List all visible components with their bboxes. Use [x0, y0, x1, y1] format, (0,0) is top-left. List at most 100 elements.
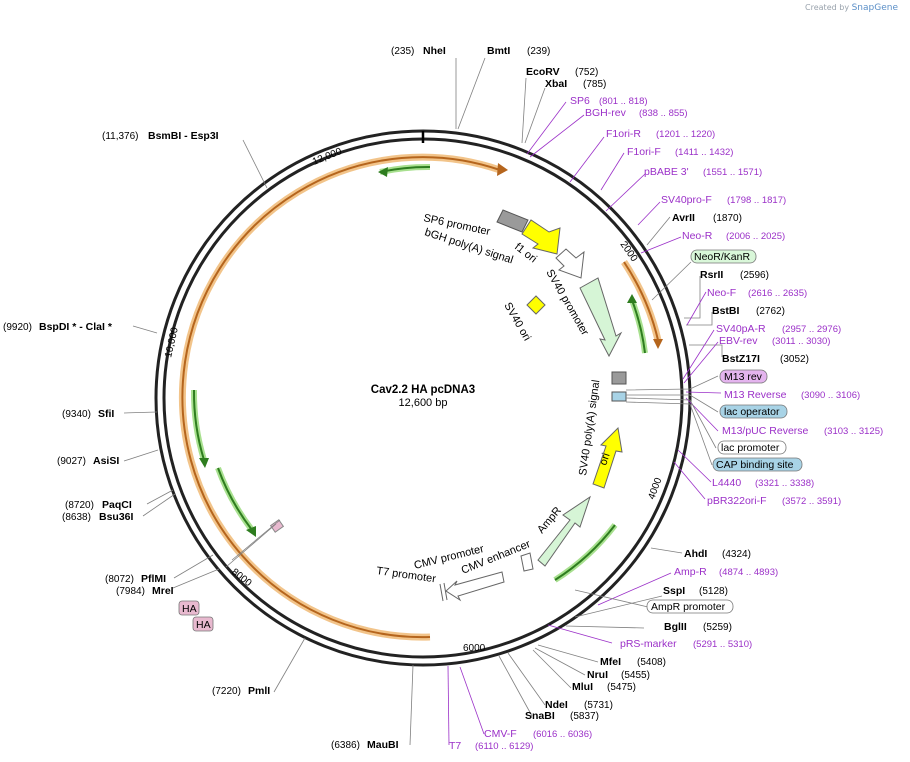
enzyme-pos-sspi: (5128)	[699, 586, 728, 597]
sv40-polya-feature	[611, 371, 627, 385]
green-orf-left	[192, 389, 205, 461]
enzyme-pos-sfii: (9340)	[62, 409, 91, 420]
plasmid-title-block: Cav2.2 HA pcDNA3 12,600 bp	[368, 384, 478, 409]
plasmid-size: 12,600 bp	[398, 397, 448, 409]
label-sv40-ori: SV40 ori	[501, 301, 532, 344]
feature-lines	[225, 261, 719, 608]
enzyme-pos-bstbi: (2762)	[756, 306, 785, 317]
enzyme-paqci: PaqCI	[102, 499, 132, 511]
enzyme-pos-snabi: (5837)	[570, 711, 599, 722]
primer-neo-f: Neo-F	[707, 287, 736, 299]
primer-pos-m13-puc-reverse: (3103 .. 3125)	[824, 426, 883, 437]
primer-f1ori-r: F1ori-R	[606, 128, 641, 140]
enzyme-lines	[123, 57, 723, 746]
primer-prs-marker: pRS-marker	[620, 638, 677, 650]
primer-m13-reverse: M13 Reverse	[724, 389, 787, 401]
enzyme-sspi: SspI	[663, 585, 685, 597]
enzyme-bmti: BmtI	[487, 45, 510, 57]
enzyme-bsu36i: Bsu36I	[99, 511, 134, 523]
primer-pos-m13-reverse: (3090 .. 3106)	[801, 390, 860, 401]
enzyme-pos-bstz17i: (3052)	[780, 354, 809, 365]
enzyme-bstbi: BstBI	[712, 305, 740, 317]
enzyme-pflmi: PflMI	[141, 573, 166, 585]
primer-pos-bgh-rev: (838 .. 855)	[639, 108, 688, 119]
plasmid-name: Cav2.2 HA pcDNA3	[370, 384, 476, 396]
cav22-orf-arrowhead	[497, 163, 508, 176]
enzyme-ecorv: EcoRV	[526, 66, 560, 78]
enzyme-bglii: BglII	[664, 621, 687, 633]
primer-amp-r: Amp-R	[674, 566, 707, 578]
primer-pos-l4440: (3321 .. 3338)	[755, 478, 814, 489]
primer-pos-amp-r: (4874 .. 4893)	[719, 567, 778, 578]
lac-promoter-label: lac promoter	[721, 442, 780, 454]
enzyme-pos-avrii: (1870)	[713, 213, 742, 224]
enzyme-bsmbi-esp3i: BsmBI - Esp3I	[148, 130, 219, 142]
primer-sp6: SP6	[570, 95, 590, 107]
primer-pos-neo-r: (2006 .. 2025)	[726, 231, 785, 242]
ha-label-1: HA	[182, 603, 197, 615]
enzyme-pos-bmti: (239)	[527, 46, 550, 57]
enzyme-pos-asisi: (9027)	[57, 456, 86, 467]
primer-pos-pbr322ori-f: (3572 .. 3591)	[782, 496, 841, 507]
ha-box-2	[192, 616, 214, 632]
green-orf-lower	[554, 524, 616, 581]
enzyme-pos-ecorv: (752)	[575, 67, 598, 78]
primer-pos-sv40pro-f: (1798 .. 1817)	[727, 195, 786, 206]
primer-pos-neo-f: (2616 .. 2635)	[748, 288, 807, 299]
neor-orf-arrowhead	[653, 339, 663, 349]
enzyme-ndei: NdeI	[545, 699, 568, 711]
m13-rev-box	[719, 369, 768, 384]
cmv-feature	[445, 571, 505, 602]
green-orf-left2-halo	[215, 466, 255, 532]
t7-promoter-mark-2	[443, 582, 448, 601]
enzyme-pos-rsrii: (2596)	[740, 270, 769, 281]
enzyme-pos-nrui: (5455)	[621, 670, 650, 681]
enzyme-pos-mlui: (5475)	[607, 682, 636, 693]
enzyme-pos-pflmi: (8072)	[105, 574, 134, 585]
enzyme-nhei: NheI	[423, 45, 446, 57]
enzyme-pos-xbai: (785)	[583, 79, 606, 90]
primer-pbabe3: pBABE 3'	[644, 166, 689, 178]
credit-prefix: Created by	[805, 3, 850, 12]
tick-2000: 2000	[618, 239, 640, 264]
enzyme-pmli: PmlI	[248, 685, 270, 697]
sv40-ori-feature	[526, 295, 546, 315]
ampr-feature	[537, 495, 591, 567]
enzyme-mfei: MfeI	[600, 656, 621, 668]
primer-sv40pa-r: SV40pA-R	[716, 323, 766, 335]
enzyme-pos-maubi: (6386)	[331, 740, 360, 751]
neor-block-feature	[579, 277, 623, 358]
primer-ebv-rev: EBV-rev	[719, 335, 758, 347]
lac-feature	[611, 391, 627, 402]
primer-cmv-f: CMV-F	[484, 728, 517, 740]
neor-kanr-box	[690, 249, 757, 264]
primer-t7: T7	[449, 740, 461, 752]
enzyme-pos-pmli: (7220)	[212, 686, 241, 697]
tick-6000: 6000	[463, 643, 486, 654]
ori-feature	[592, 426, 623, 489]
cav22-orf-arc	[181, 156, 501, 639]
lac-operator-box	[719, 404, 788, 419]
primer-pos-prs-marker: (5291 .. 5310)	[693, 639, 752, 650]
enzyme-pos-bsu36i: (8638)	[62, 512, 91, 523]
green-orf-top-arrowhead	[378, 167, 388, 177]
primer-pos-f1ori-r: (1201 .. 1220)	[656, 129, 715, 140]
ampr-promoter-label: AmpR promoter	[651, 601, 726, 613]
sv40-promoter-feature	[555, 248, 585, 279]
enzyme-maubi: MauBI	[367, 739, 399, 751]
enzyme-rsrii: RsrII	[700, 269, 723, 281]
primer-pos-sp6: (801 .. 818)	[599, 96, 648, 107]
label-ampr: AmpR	[535, 505, 564, 536]
primer-pos-sv40pa-r: (2957 .. 2976)	[782, 324, 841, 335]
enzyme-pos-mfei: (5408)	[637, 657, 666, 668]
cap-binding-site-label: CAP binding site	[716, 459, 794, 471]
enzyme-ahdi: AhdI	[684, 548, 707, 560]
enzyme-mrei: MreI	[152, 585, 174, 597]
primer-lines	[447, 101, 722, 746]
ampr-promoter-feature	[520, 552, 534, 572]
snapgene-logo: SnapGene	[851, 3, 898, 13]
primer-sv40pro-f: SV40pro-F	[661, 194, 712, 206]
enzyme-pos-ahdi: (4324)	[722, 549, 751, 560]
enzyme-mlui: MluI	[572, 681, 593, 693]
